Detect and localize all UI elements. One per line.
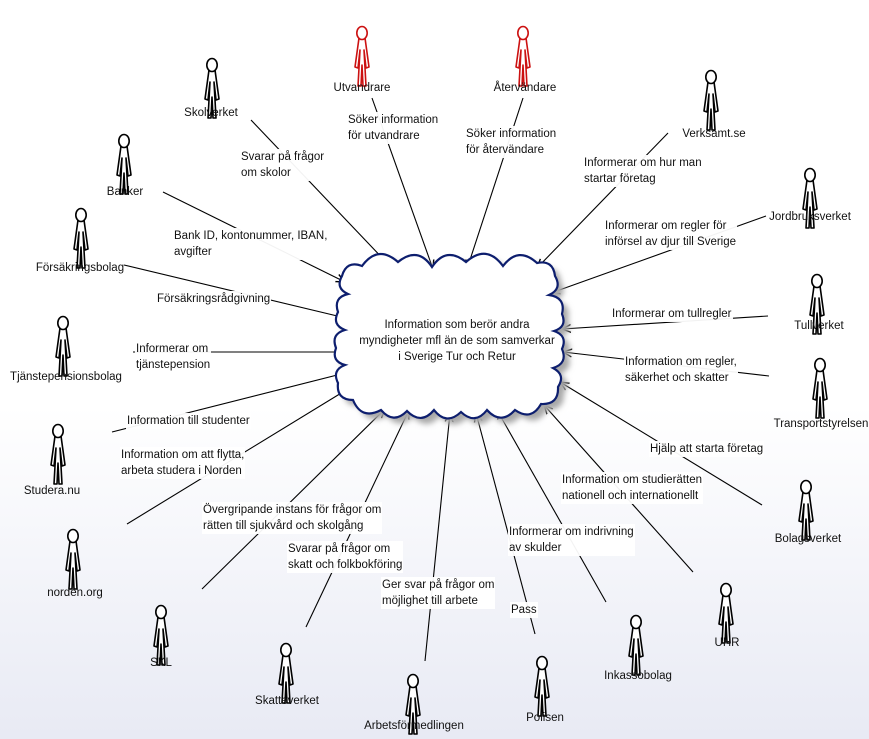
center-cloud[interactable] xyxy=(333,252,570,425)
actor-figure-skolverket[interactable] xyxy=(204,57,220,119)
actor-figure-atervandare[interactable] xyxy=(515,25,531,87)
edge-studera[interactable] xyxy=(111,370,357,433)
edge-inkassobolag[interactable] xyxy=(497,410,607,603)
actors-layer xyxy=(50,25,828,735)
actor-figure-polisen[interactable] xyxy=(534,655,550,717)
edge-tullverket[interactable] xyxy=(562,315,769,329)
edge-skatteverket[interactable] xyxy=(305,410,409,628)
edge-norden[interactable] xyxy=(126,384,356,525)
edge-utvandrare[interactable] xyxy=(371,97,433,269)
edge-bolagsverket[interactable] xyxy=(560,382,763,506)
actor-figure-arbetsformedlingen[interactable] xyxy=(405,673,421,735)
edge-skl[interactable] xyxy=(201,409,385,590)
edge-uhr[interactable] xyxy=(544,405,694,573)
actor-figure-jordbruksverket[interactable] xyxy=(802,167,818,229)
edge-transportstyrelsen[interactable] xyxy=(563,352,770,377)
actor-figure-banker[interactable] xyxy=(116,133,132,195)
actor-figure-utvandrare[interactable] xyxy=(354,25,370,87)
actor-figure-inkassobolag[interactable] xyxy=(628,614,644,676)
actor-figure-tjanstepensionsbolag[interactable] xyxy=(55,315,71,377)
edge-jordbruksverket[interactable] xyxy=(551,215,767,293)
actor-figure-studera[interactable] xyxy=(50,423,66,485)
actor-figure-bolagsverket[interactable] xyxy=(798,479,814,541)
actor-figure-skl[interactable] xyxy=(153,604,169,666)
actor-figure-skatteverket[interactable] xyxy=(278,642,294,704)
edge-forsakringsbolag[interactable] xyxy=(123,264,354,320)
edge-arbetsformedlingen[interactable] xyxy=(424,413,450,662)
edge-atervandare[interactable] xyxy=(467,97,524,269)
edge-verksamt[interactable] xyxy=(537,132,669,268)
actor-figure-uhr[interactable] xyxy=(718,582,734,644)
edge-banker[interactable] xyxy=(162,191,345,282)
actor-figure-norden[interactable] xyxy=(65,528,81,590)
actor-figure-forsakringsbolag[interactable] xyxy=(73,207,89,269)
edge-polisen[interactable] xyxy=(476,413,536,635)
actor-figure-tullverket[interactable] xyxy=(809,273,825,335)
edge-skolverket[interactable] xyxy=(250,119,388,264)
cloud-shape[interactable] xyxy=(333,252,565,420)
actor-figure-transportstyrelsen[interactable] xyxy=(812,357,828,419)
actor-figure-verksamt[interactable] xyxy=(703,69,719,131)
